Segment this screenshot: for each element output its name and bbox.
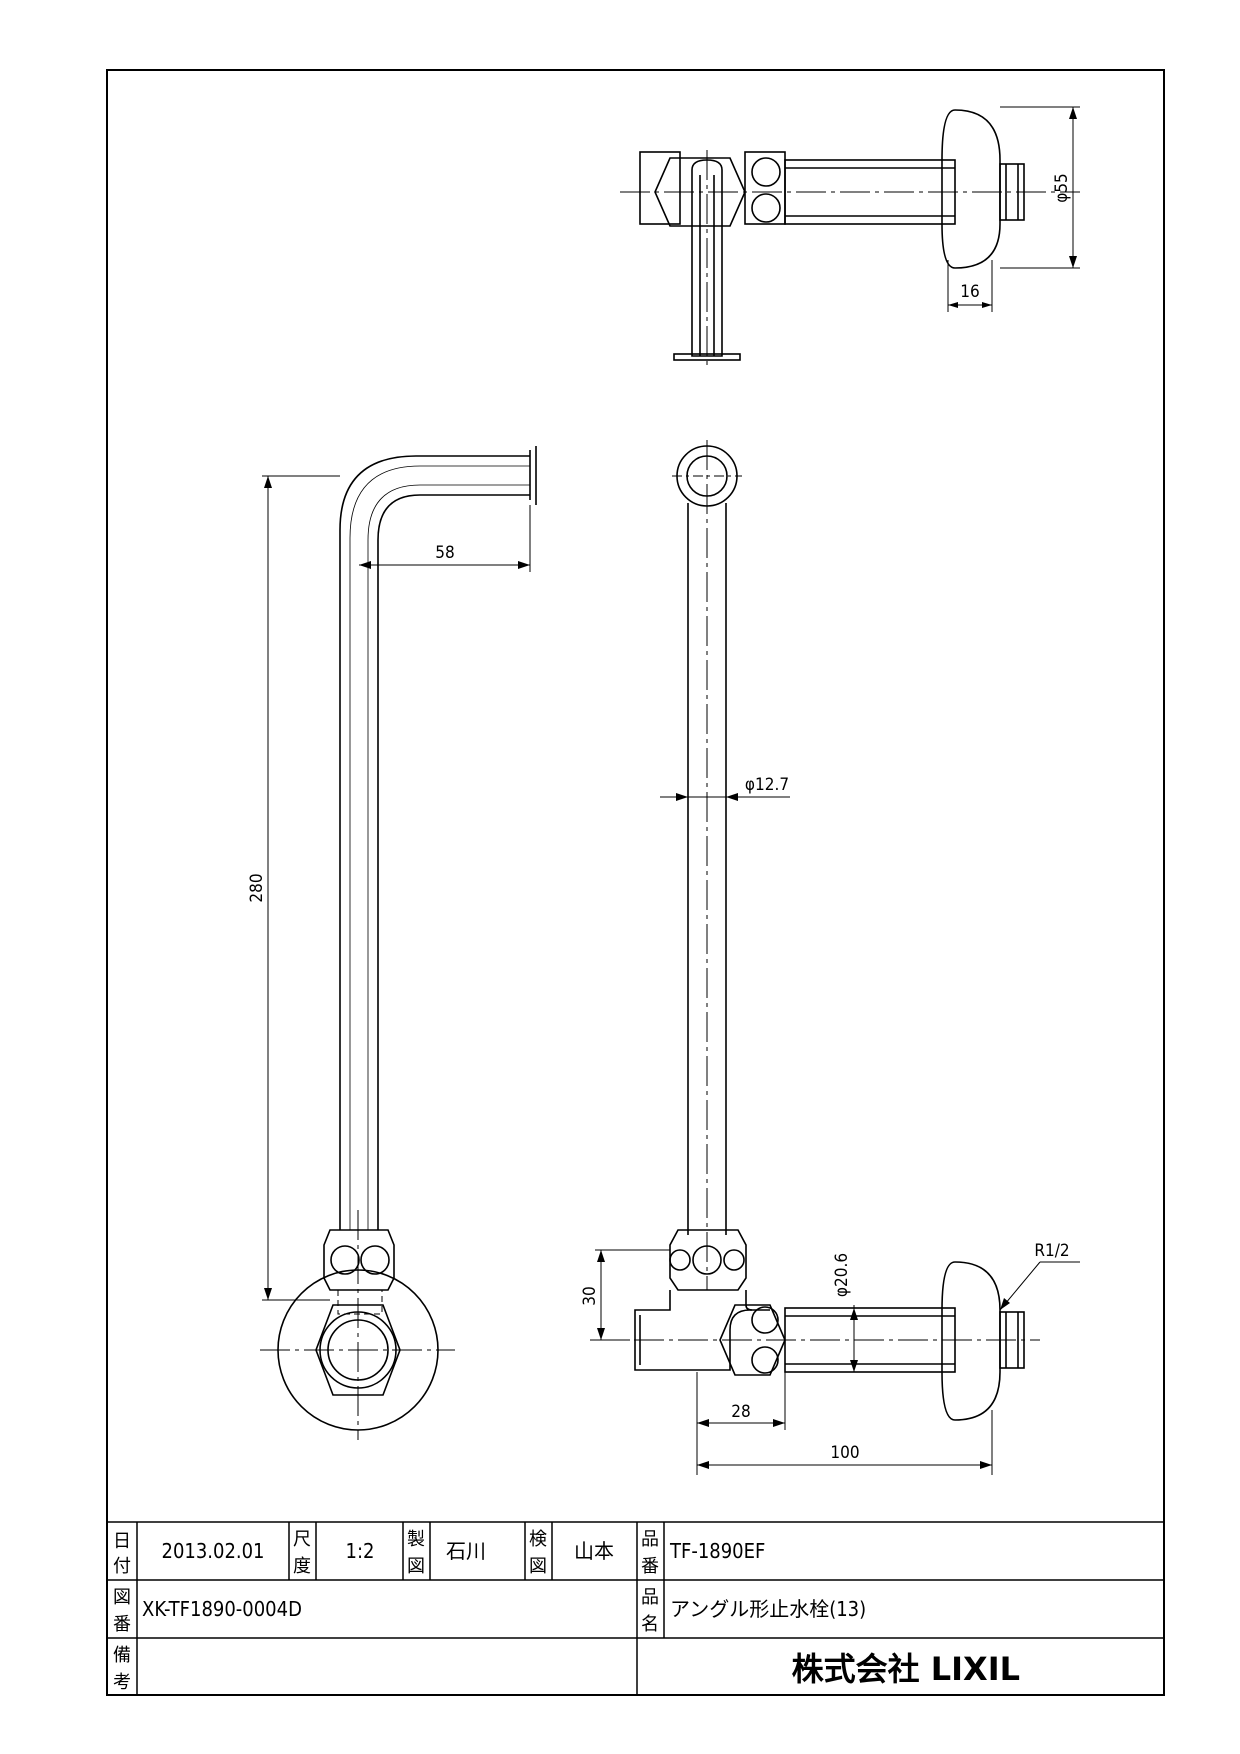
drawn-by-value: 石川 xyxy=(446,1539,486,1563)
scale-value: 1:2 xyxy=(346,1539,375,1563)
dim-280: 280 xyxy=(247,873,267,902)
date-label-1: 日 xyxy=(113,1531,131,1552)
sheet-border xyxy=(106,69,1165,1696)
drawing-no-label-2: 番 xyxy=(113,1614,131,1635)
date-value: 2013.02.01 xyxy=(162,1539,265,1563)
checked-by-value: 山本 xyxy=(574,1539,614,1563)
part-no-label-1: 品 xyxy=(641,1529,659,1550)
dim-16: 16 xyxy=(960,282,979,302)
part-name-label-1: 品 xyxy=(641,1587,659,1608)
side-view xyxy=(260,446,537,1440)
scale-label-2: 度 xyxy=(293,1556,311,1577)
title-block xyxy=(107,1521,1164,1695)
notes-label-1: 備 xyxy=(113,1645,131,1666)
scale-label-1: 尺 xyxy=(293,1529,311,1550)
drawing-no-value: XK-TF1890-0004D xyxy=(142,1597,302,1621)
dim-dia-12-7: φ12.7 xyxy=(745,775,789,795)
checked-label-2: 図 xyxy=(529,1556,547,1577)
dim-58: 58 xyxy=(435,543,454,563)
top-view xyxy=(620,106,1080,370)
notes-label-2: 考 xyxy=(113,1672,131,1693)
date-label-2: 付 xyxy=(113,1556,131,1577)
part-no-value: TF-1890EF xyxy=(669,1539,765,1563)
dim-dia-20-6: φ20.6 xyxy=(832,1253,852,1297)
drawing-no-label-1: 図 xyxy=(113,1587,131,1608)
checked-label-1: 検 xyxy=(529,1529,547,1550)
dim-100: 100 xyxy=(830,1443,859,1463)
part-no-label-2: 番 xyxy=(641,1556,659,1577)
dim-thread-r1-2: R1/2 xyxy=(1034,1241,1069,1261)
drawn-label-2: 図 xyxy=(407,1556,425,1577)
company-name: 株式会社 LIXIL xyxy=(792,1650,1020,1688)
part-name-label-2: 名 xyxy=(641,1614,659,1635)
front-view xyxy=(590,440,1080,1475)
dim-30: 30 xyxy=(580,1286,600,1305)
dim-28: 28 xyxy=(731,1402,750,1422)
drawn-label-1: 製 xyxy=(407,1529,425,1550)
part-name-value: アングル形止水栓(13) xyxy=(670,1597,866,1621)
dim-dia-55: φ55 xyxy=(1052,173,1072,203)
